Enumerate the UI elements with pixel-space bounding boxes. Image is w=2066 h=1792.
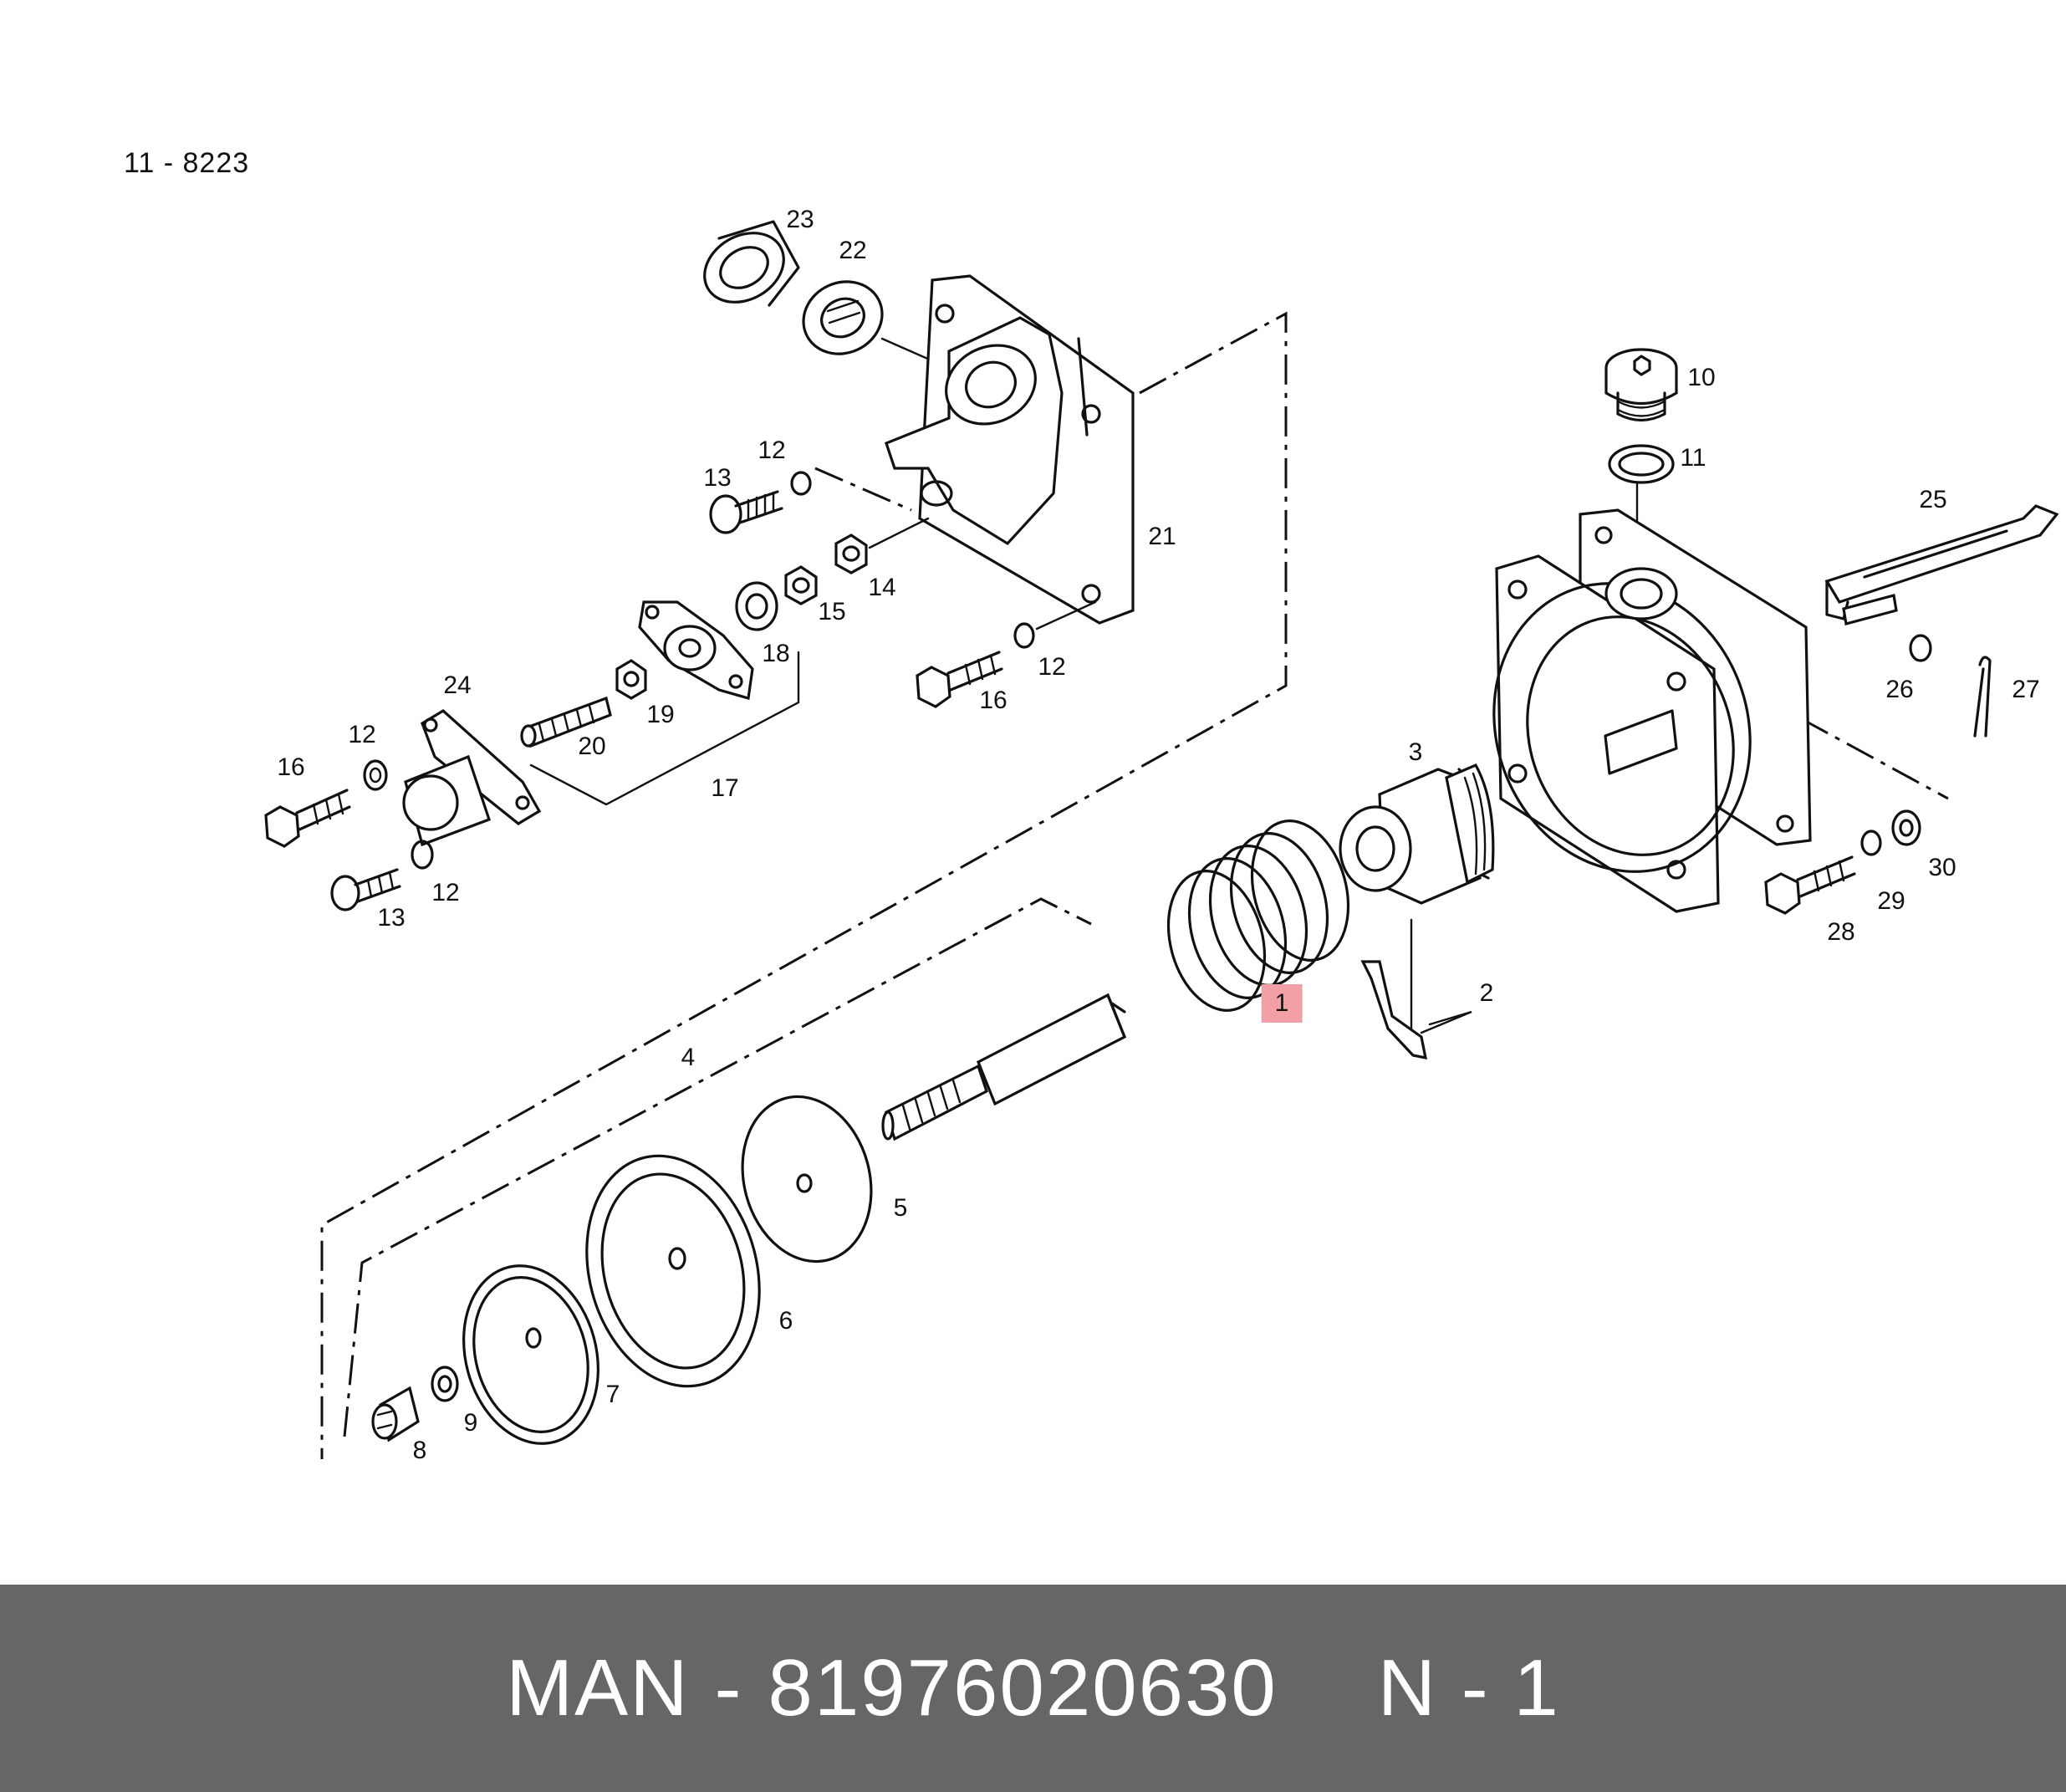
exploded-parts-diagram: 11 - 8223 1 2 3 4 5 6 7 8 9 10 11 12 12 … (124, 147, 2059, 1464)
washer-30 (1891, 809, 1921, 846)
washer-12-left-b (411, 840, 434, 870)
disc-5 (741, 1095, 873, 1264)
callout-22[interactable]: 22 (839, 237, 867, 264)
cover-24 (402, 709, 542, 847)
callout-1[interactable]: 1 (1261, 984, 1303, 1023)
washer-12-left-a (363, 759, 388, 791)
washer-12-right (1013, 600, 1097, 649)
callout-5[interactable]: 5 (893, 1194, 908, 1222)
callout-13a[interactable]: 13 (703, 464, 732, 492)
callout-16a[interactable]: 16 (277, 753, 305, 781)
bushing-23 (703, 220, 800, 307)
callout-12b[interactable]: 12 (1038, 653, 1066, 681)
callout-21[interactable]: 21 (1148, 523, 1176, 550)
callout-12a[interactable]: 12 (758, 437, 786, 464)
diagram-drawing (264, 220, 2059, 1459)
washer-18 (735, 581, 778, 631)
clip-26 (1909, 634, 1932, 662)
cotter-pin-27 (1973, 656, 1992, 738)
brand-separator: - (714, 1643, 743, 1733)
callout-11[interactable]: 11 (1680, 444, 1706, 472)
drawing-number: 11 - 8223 (124, 147, 250, 179)
nut-19 (615, 659, 647, 700)
callout-6[interactable]: 6 (778, 1307, 793, 1335)
callout-30[interactable]: 30 (1928, 854, 1956, 881)
screw-13-left (330, 868, 401, 911)
callout-26[interactable]: 26 (1885, 676, 1914, 703)
stud-20 (520, 696, 612, 748)
part-number: 81976020630 (768, 1643, 1278, 1733)
screw-13-upper (709, 490, 783, 534)
callout-2[interactable]: 2 (1479, 979, 1494, 1007)
flange-housing-21 (885, 274, 1135, 625)
callout-25[interactable]: 25 (1919, 486, 1947, 513)
callout-15[interactable]: 15 (818, 598, 846, 625)
washer-12-upper (790, 467, 912, 512)
washer-29 (1860, 830, 1882, 856)
flange-plate-17 (638, 600, 754, 701)
callout-29[interactable]: 29 (1877, 887, 1905, 915)
shaft-4 (881, 993, 1127, 1141)
nut-15 (784, 565, 818, 605)
spring-1 (1166, 819, 1350, 1012)
main-housing (1492, 508, 1812, 913)
callout-23[interactable]: 23 (786, 206, 814, 233)
callout-12d[interactable]: 12 (431, 879, 460, 906)
callout-8[interactable]: 8 (412, 1437, 427, 1464)
diaphragm-6 (585, 1154, 761, 1388)
brand-name: MAN (506, 1643, 690, 1733)
callout-20[interactable]: 20 (578, 733, 606, 760)
callout-7[interactable]: 7 (605, 1381, 620, 1408)
castle-nut-8 (371, 1386, 420, 1442)
gear-bushing-3 (1339, 763, 1495, 905)
part-info-footer: MAN - 81976020630 N - 1 (0, 1585, 2066, 1792)
callout-17[interactable]: 17 (711, 774, 739, 802)
seal-ring-11 (1608, 444, 1675, 484)
callout-14[interactable]: 14 (868, 574, 896, 601)
footer-text: MAN - 81976020630 N - 1 (0, 1585, 2066, 1792)
plug-10 (1604, 348, 1678, 422)
position-label: N - 1 (1377, 1643, 1560, 1733)
callout-19[interactable]: 19 (646, 701, 675, 728)
lever-25 (1824, 504, 2059, 625)
callout-16b[interactable]: 16 (979, 687, 1007, 714)
plate-7 (462, 1264, 599, 1445)
callout-28[interactable]: 28 (1827, 918, 1855, 946)
nut-14 (834, 517, 930, 574)
washer-9 (431, 1366, 459, 1402)
callout-18[interactable]: 18 (762, 640, 790, 667)
callout-10[interactable]: 10 (1687, 364, 1716, 391)
callout-12c[interactable]: 12 (348, 721, 376, 748)
callout-13b[interactable]: 13 (377, 904, 406, 932)
callout-9[interactable]: 9 (463, 1409, 478, 1437)
bolt-16-right (916, 651, 1003, 708)
callout-4[interactable]: 4 (681, 1044, 696, 1071)
bolt-28 (1764, 855, 1856, 915)
callout-27[interactable]: 27 (2012, 676, 2040, 703)
callout-24[interactable]: 24 (443, 671, 472, 699)
bolt-16-left (264, 789, 351, 848)
bracket-2 (1360, 960, 1472, 1060)
callout-3[interactable]: 3 (1408, 738, 1423, 766)
